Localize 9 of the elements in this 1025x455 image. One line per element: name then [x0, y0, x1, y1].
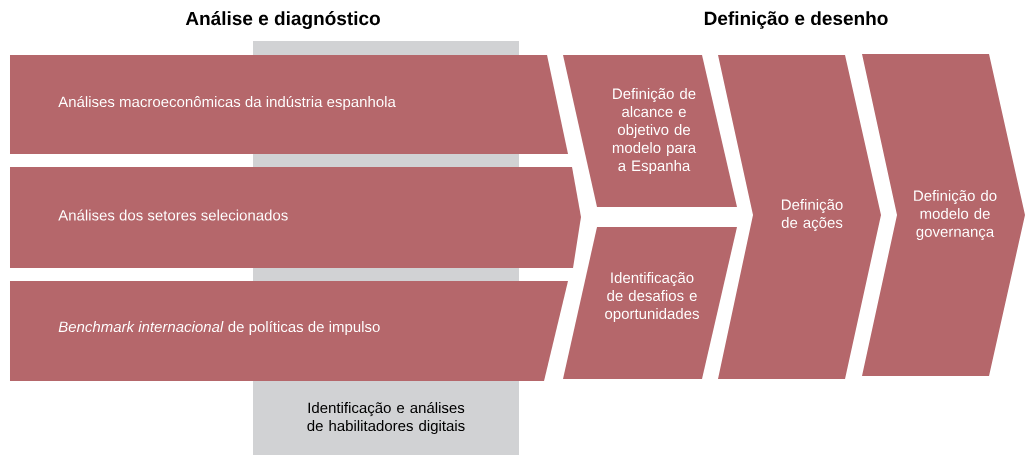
node-label: Definição de alcance e objetivo de modelo para a Espanha [612, 88, 697, 174]
section-heading: Análise e diagnóstico [185, 11, 380, 29]
chevron-box: Definição de ações [718, 55, 881, 379]
chevron-box: Definição do modelo de governança [862, 54, 1025, 376]
node-label: Identificação de desafios e oportunidades [605, 272, 699, 322]
process-box: Identificação de desafios e oportunidades [563, 227, 737, 379]
section-heading: Definição e desenho [704, 11, 888, 29]
process-bar: Análises dos setores selecionados [10, 167, 581, 268]
process-box: Definição de alcance e objetivo de modelo para a Espanha [563, 55, 737, 207]
